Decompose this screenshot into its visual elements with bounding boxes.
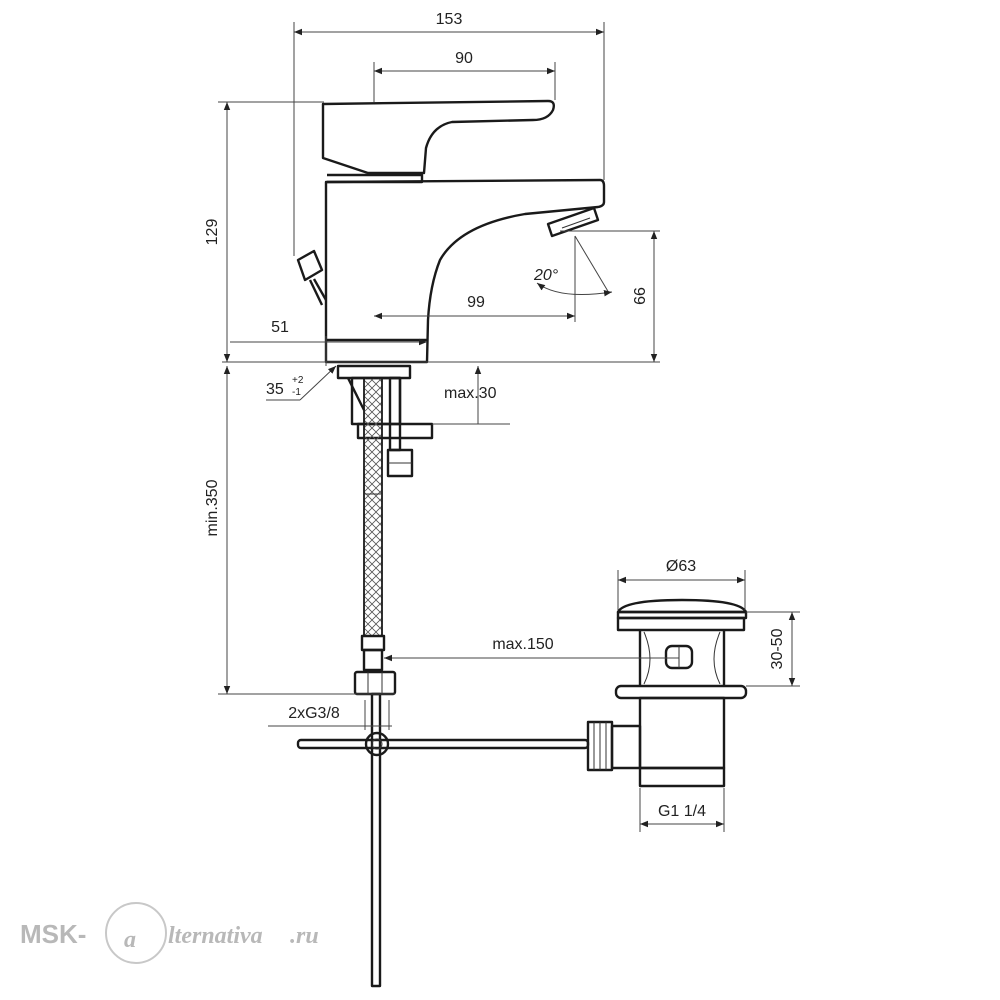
watermark-circle-icon bbox=[105, 902, 167, 964]
watermark-suffix: lternativa bbox=[168, 923, 263, 949]
brand-watermark: MSK- a lternativa .ru bbox=[20, 902, 319, 964]
dim-drain-thread: G1 1/4 bbox=[658, 803, 706, 820]
linkage-rod bbox=[296, 738, 590, 750]
dim-hose-length: min.350 bbox=[204, 479, 221, 536]
braided-hose bbox=[363, 377, 383, 637]
drain-nut bbox=[614, 684, 748, 700]
faucet bbox=[296, 99, 606, 364]
watermark-letter: a bbox=[124, 927, 136, 953]
mounting bbox=[222, 361, 660, 988]
mounting-plate bbox=[356, 422, 434, 440]
faucet-body bbox=[324, 178, 606, 364]
dim-hose-thread: 2xG3/8 bbox=[288, 705, 340, 722]
dim-rod-length: max.150 bbox=[492, 636, 553, 653]
pop-up-drain bbox=[586, 598, 748, 788]
dim-hole-diameter: 35 bbox=[266, 381, 284, 398]
dim-spout-height: 66 bbox=[632, 287, 649, 305]
drain-cap bbox=[616, 598, 748, 614]
hose-nut bbox=[353, 670, 397, 696]
dim-max-thickness: max.30 bbox=[444, 385, 497, 402]
dim-drain-range: 30-50 bbox=[769, 628, 786, 669]
dim-spray-angle: 20° bbox=[533, 267, 559, 284]
faucet-lever bbox=[321, 99, 556, 175]
lift-rod bbox=[370, 692, 382, 988]
dimensions: 153 90 129 66 99 20° 51 35 +2 -1 bbox=[204, 11, 800, 832]
popup-rod-knob bbox=[296, 249, 324, 282]
dim-lever-length: 90 bbox=[455, 50, 473, 67]
dim-hole-tol-minus: -1 bbox=[292, 387, 301, 398]
dim-hole-tol-plus: +2 bbox=[292, 375, 304, 386]
dim-spout-reach: 99 bbox=[467, 294, 485, 311]
watermark-domain: .ru bbox=[290, 923, 319, 949]
dim-total-width: 153 bbox=[436, 11, 463, 28]
faucet-aerator bbox=[546, 206, 600, 238]
dim-drain-diameter: Ø63 bbox=[666, 558, 696, 575]
watermark-prefix: MSK- bbox=[20, 919, 86, 949]
linkage-clip bbox=[364, 731, 390, 757]
dim-base-diameter: 51 bbox=[271, 319, 289, 336]
dim-total-height: 129 bbox=[204, 219, 221, 246]
